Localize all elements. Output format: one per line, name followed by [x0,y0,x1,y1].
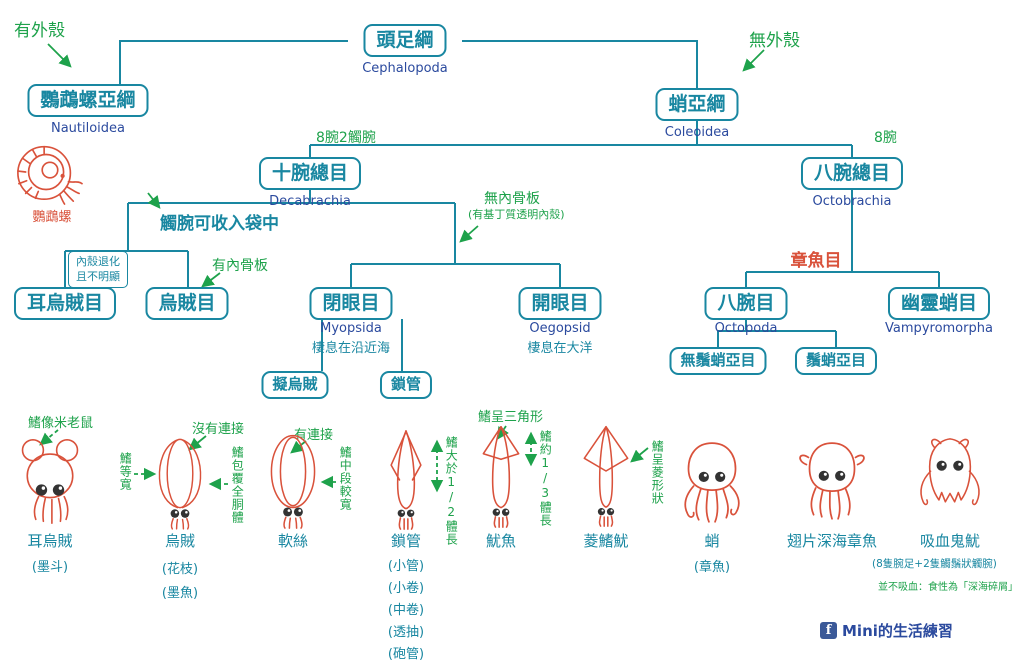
node-oegopsida: 開眼目 [518,287,602,320]
note-no-inner-plate: 無內骨板 [484,191,540,207]
ann-fin-diamond: 鰭呈菱形狀 [650,440,665,505]
ann-fin-triangular: 鰭呈三角形 [478,410,544,425]
latin-cephalopoda: Cephalopoda [362,61,448,76]
species-alias: (花枝) [161,562,199,577]
node-pseudo-cuttlefish: 擬烏賊 [261,371,329,399]
latin-myopsida: Myopsida [320,321,382,336]
note-tentacle-pouch: 觸腕可收入袋中 [160,214,279,234]
latin-oegopsida: Oegopsid [529,321,591,336]
ann-fin-one-third: 鰭約1/3體長 [538,430,553,527]
note-has-inner-plate: 有內骨板 [212,258,268,274]
latin-coleoidea: Coleoidea [664,125,730,140]
bigfin-reef-squid-drawing [270,434,316,529]
node-myopsida: 閉眼目 [309,287,393,320]
branch-label-8arm: 8腕 [874,130,897,146]
branch-label-8arm2tentacle: 8腕2觸腕 [316,130,376,146]
ann-fin-mid-wide: 鰭中段較寬 [338,446,353,511]
species-alias: (墨魚) [161,586,199,601]
diamondback-squid-drawing [583,425,629,527]
node-incirrata: 無鬚蛸亞目 [669,347,767,375]
species-name-cuttlefish: 烏賊 [164,532,196,550]
vampire-squid-drawing [920,438,980,506]
credit-text: Mini的生活練習 [842,622,953,640]
latin-decabrachia: Decabrachia [269,194,351,209]
habitat-myopsida: 棲息在沿近海 [311,341,391,356]
node-nautiloidea: 鸚鵡螺亞綱 [27,84,149,117]
bobtail-squid-drawing [21,439,79,524]
ann-mickey-fins: 鰭像米老鼠 [28,416,94,431]
species-name-bobtail: 耳烏賊 [27,532,73,550]
vampire-squid-note: 並不吸血：食性為「深海碎屑」 [878,582,1018,593]
species-name-swordtip: 鎖管 [390,532,422,550]
cuttlefish-drawing [158,438,202,530]
species-alias: (中卷) [387,603,425,618]
node-vampyromorpha: 幽靈蛸目 [887,287,991,320]
label-no-shell: 無外殼 [749,31,800,51]
species-alias: (砲管) [387,647,425,662]
node-cephalopoda: 頭足綱 [363,24,447,57]
nautilus-drawing [17,145,83,205]
nautilus-caption: 鸚鵡螺 [32,210,72,225]
species-name-finned-octopus: 翅片深海章魚 [786,532,878,550]
latin-octobrachia: Octobrachia [812,194,892,209]
node-octopoda: 八腕目 [704,287,788,320]
octopus-drawing [684,442,740,523]
latin-octopoda: Octopoda [714,321,778,336]
label-octopus-order: 章魚目 [790,251,842,271]
node-sepiida: 烏賊目 [145,287,229,320]
node-sepiolida: 耳烏賊目 [13,287,117,320]
node-decabrachia: 十腕總目 [258,157,362,190]
note-inner-shell-line1: 內殼退化 [76,255,120,268]
finned-deep-sea-octopus-drawing [799,442,865,520]
note-inner-shell-line2: 且不明顯 [76,270,120,284]
ann-not-connected: 沒有連接 [192,422,245,437]
latin-nautiloidea: Nautiloidea [50,121,126,136]
species-alias: (墨斗) [31,560,69,575]
species-alias: (8隻腕足+2隻觸鬚狀觸腕) [872,558,997,570]
swordtip-squid-drawing [390,429,422,530]
note-no-inner-plate-sub: (有基丁質透明內殼) [468,208,565,221]
label-has-shell: 有外殼 [14,21,65,41]
credit: f Mini的生活練習 [820,620,953,641]
species-name-squid: 魷魚 [485,532,517,550]
habitat-oegopsida: 棲息在大洋 [527,341,593,356]
latin-vampyromorpha: Vampyromorpha [885,321,993,336]
species-name-vampire: 吸血鬼魷 [919,532,981,550]
species-alias: (小管) [387,559,425,574]
node-octobrachia: 八腕總目 [800,157,904,190]
species-name-octopus: 蛸 [704,532,720,550]
node-swordtip-squid: 鎖管 [379,371,433,399]
note-inner-shell-degenerate: 內殼退化 且不明顯 [68,251,128,288]
node-coleoidea: 蛸亞綱 [655,88,739,121]
species-alias: (透抽) [387,625,425,640]
ann-fin-equal-width: 鰭等寬 [118,452,133,491]
species-name-diamondback: 菱鰭魷 [583,532,629,550]
node-cirrata: 鬚蛸亞目 [794,347,878,375]
species-alias: (章魚) [693,560,731,575]
species-alias: (小卷) [387,581,425,596]
species-name-bigfin: 軟絲 [277,532,309,550]
facebook-icon: f [820,622,837,639]
squid-drawing [482,425,520,528]
ann-fin-wraps-body: 鰭包覆全胴體 [230,446,245,524]
ann-fin-over-half: 鰭大於1/2體長 [444,436,459,546]
